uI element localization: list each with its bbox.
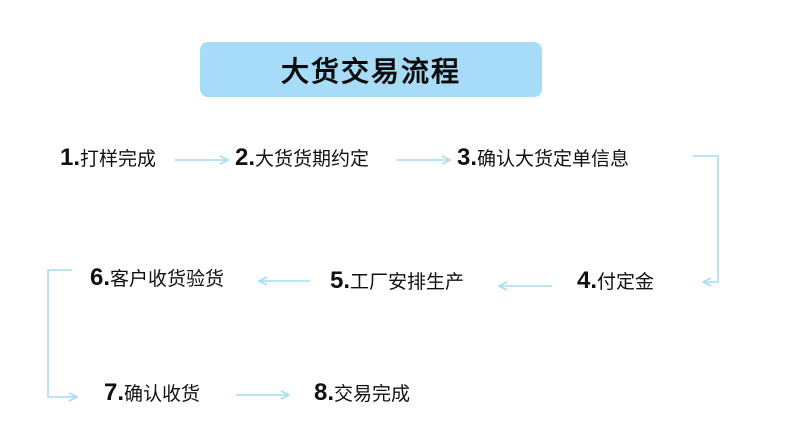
- step-6-number: 6.: [90, 264, 111, 291]
- step-8-number: 8.: [314, 379, 335, 406]
- step-7-label: 确认收货: [124, 383, 201, 405]
- step-3: 3. 确认大货定单信息: [457, 144, 629, 172]
- step-3-number: 3.: [457, 144, 478, 171]
- step-3-label: 确认大货定单信息: [477, 148, 630, 170]
- step-7-number: 7.: [104, 379, 125, 406]
- step-8-label: 交易完成: [334, 383, 411, 405]
- title-banner: 大货交易流程: [200, 42, 542, 97]
- step-6: 6. 客户收货验货: [90, 264, 224, 292]
- step-4-label: 付定金: [597, 271, 655, 293]
- step-2-number: 2.: [235, 144, 256, 171]
- arrow-6-to-7: [47, 269, 76, 397]
- step-4-number: 4.: [577, 267, 598, 294]
- step-1-label: 打样完成: [80, 148, 157, 170]
- step-7: 7. 确认收货: [104, 379, 200, 407]
- step-8: 8. 交易完成: [314, 379, 410, 407]
- step-1: 1. 打样完成: [60, 144, 156, 172]
- step-1-number: 1.: [60, 144, 81, 171]
- step-5-label: 工厂安排生产: [350, 271, 465, 293]
- step-5: 5. 工厂安排生产: [330, 267, 464, 295]
- step-2-label: 大货货期约定: [255, 148, 370, 170]
- step-4: 4. 付定金: [577, 267, 654, 295]
- step-6-label: 客户收货验货: [110, 268, 225, 290]
- step-5-number: 5.: [330, 267, 351, 294]
- diagram-title: 大货交易流程: [280, 54, 461, 88]
- step-2: 2. 大货货期约定: [235, 144, 369, 172]
- arrow-3-to-4: [693, 155, 719, 282]
